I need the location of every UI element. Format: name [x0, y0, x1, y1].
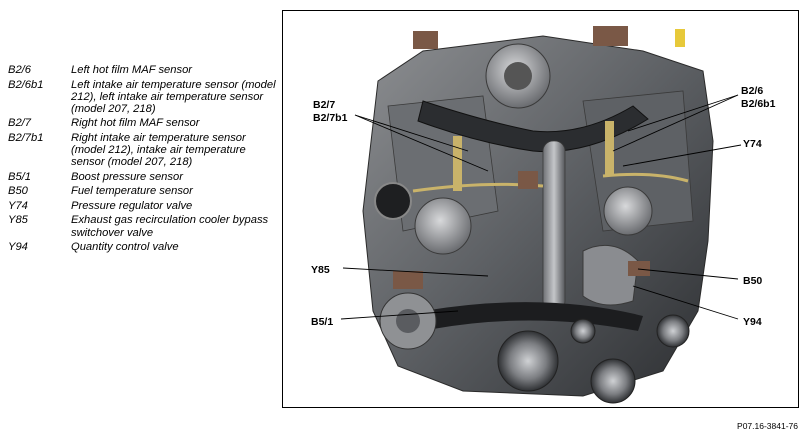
crossover-pipe	[542, 140, 566, 312]
pulley-crank	[497, 330, 559, 392]
legend-description: Right intake air temperature sensor (mod…	[71, 131, 246, 169]
legend-description: Pressure regulator valve	[71, 199, 193, 212]
oil-cap	[675, 29, 685, 47]
connector-top-left	[413, 31, 438, 49]
callout-b50: B50	[743, 275, 762, 287]
component-legend: B2/6 Left hot film MAF sensor B2/6b1 Lef…	[8, 64, 276, 256]
pump-housing	[582, 244, 639, 306]
callout-b5-1: B5/1	[311, 316, 333, 328]
leader-b2-6b1	[612, 94, 739, 152]
callout-y85: Y85	[311, 264, 330, 276]
turbo-inlet	[504, 62, 532, 90]
legend-row-b2-7: B2/7 Right hot film MAF sensor	[8, 117, 276, 129]
pulley-tensioner	[656, 314, 690, 348]
legend-row-b2-6: B2/6 Left hot film MAF sensor	[8, 64, 276, 76]
legend-description: Quantity control valve	[71, 241, 179, 254]
leader-b2-6	[627, 94, 739, 132]
engine-figure-frame: B2/7 B2/7b1 B2/6 B2/6b1 Y74 Y85 B50 B5/1…	[282, 10, 799, 408]
injector-right	[605, 121, 614, 176]
connector-top	[593, 26, 628, 46]
alternator-hub	[396, 309, 420, 333]
legend-code: B2/7b1	[8, 131, 44, 144]
legend-row-y74: Y74 Pressure regulator valve	[8, 200, 276, 212]
callout-y94: Y94	[743, 316, 762, 328]
leader-y74	[622, 144, 742, 167]
callout-b2-6b1: B2/6b1	[741, 98, 776, 110]
legend-code: Y94	[8, 241, 28, 254]
injector-left	[453, 136, 462, 191]
legend-row-b50: B50 Fuel temperature sensor	[8, 185, 276, 197]
leader-y94	[632, 285, 739, 320]
legend-description: Exhaust gas recirculation cooler bypass …	[71, 214, 269, 239]
legend-code: B50	[8, 185, 28, 198]
legend-description: Left hot film MAF sensor	[71, 64, 193, 76]
legend-description: Right hot film MAF sensor	[71, 117, 200, 130]
turbocharger-right	[603, 186, 653, 236]
legend-description: Fuel temperature sensor	[71, 185, 193, 198]
connector-lower-left	[393, 271, 423, 289]
figure-reference-id: P07.16-3841-76	[737, 421, 798, 431]
legend-description: Left intake air temperature sensor (mode…	[71, 78, 276, 115]
leader-b5-1	[340, 310, 459, 320]
callout-y74: Y74	[743, 138, 762, 150]
pulley-right	[590, 358, 636, 404]
connector-right	[628, 261, 650, 276]
legend-code: B2/6b1	[8, 78, 44, 91]
legend-code: Y74	[8, 199, 28, 212]
callout-b2-7: B2/7	[313, 99, 335, 111]
accessory-belt	[423, 302, 643, 331]
legend-row-b5-1: B5/1 Boost pressure sensor	[8, 171, 276, 183]
legend-row-b2-6b1: B2/6b1 Left intake air temperature senso…	[8, 79, 276, 116]
legend-description: Boost pressure sensor	[71, 170, 183, 183]
legend-code: B5/1	[8, 170, 32, 183]
air-inlet-left	[374, 182, 412, 220]
engine-illustration: B2/7 B2/7b1 B2/6 B2/6b1 Y74 Y85 B50 B5/1…	[311, 26, 776, 404]
leader-b2-7b1	[354, 114, 489, 172]
turbocharger-left	[414, 197, 472, 255]
legend-code: B2/7	[8, 117, 32, 130]
callout-b2-6: B2/6	[741, 85, 763, 97]
legend-code: B2/6	[8, 64, 32, 76]
leader-b2-7	[354, 114, 469, 152]
connector-mid	[518, 171, 538, 189]
legend-row-y94: Y94 Quantity control valve	[8, 241, 276, 253]
intake-pipe	[417, 100, 649, 153]
leader-y85	[342, 267, 489, 277]
legend-row-y85: Y85 Exhaust gas recirculation cooler byp…	[8, 214, 276, 238]
leader-b50	[637, 268, 739, 280]
legend-row-b2-7b1: B2/7b1 Right intake air temperature sens…	[8, 132, 276, 169]
pulley-small	[570, 318, 596, 344]
legend-code: Y85	[8, 214, 28, 227]
callout-b2-7b1: B2/7b1	[313, 112, 348, 124]
